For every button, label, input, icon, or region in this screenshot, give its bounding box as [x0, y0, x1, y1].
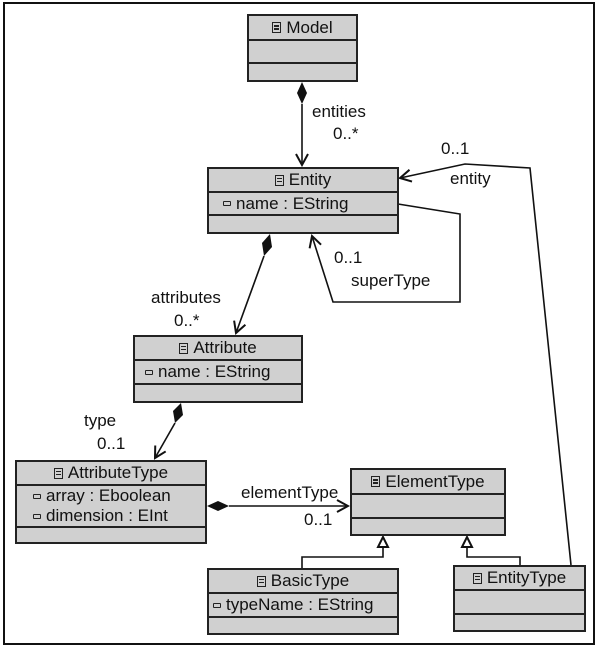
attribute-row[interactable]: typeName : EString: [209, 594, 397, 616]
class-basictype[interactable]: BasicType typeName : EString: [207, 568, 399, 635]
attribute-icon: [33, 513, 41, 519]
role-label-type: type: [84, 411, 117, 430]
role-label-elementtype: elementType: [241, 483, 339, 502]
attribute-text: array : Eboolean: [46, 486, 171, 505]
role-label-entities: entities: [312, 102, 366, 121]
attributes-compartment: [352, 495, 504, 519]
attribute-icon: [33, 493, 41, 499]
attributes-compartment: array : Eboolean dimension : EInt: [17, 486, 205, 528]
class-attributetype[interactable]: AttributeType array : Eboolean dimension…: [15, 460, 207, 544]
class-icon: [274, 174, 284, 186]
class-name: Model: [286, 17, 333, 37]
class-model[interactable]: Model: [247, 14, 358, 82]
generalization-triangle-icon: [376, 534, 390, 548]
attributes-compartment: [455, 591, 584, 615]
composition-diamond-icon: [173, 403, 183, 423]
class-name: EntityType: [486, 568, 567, 587]
class-entity[interactable]: Entity name : EString: [207, 167, 399, 234]
association-supertype[interactable]: [312, 203, 461, 303]
association-attributes[interactable]: [236, 234, 272, 333]
class-header: BasicType: [209, 570, 397, 594]
role-label-supertype: superType: [351, 271, 431, 290]
attribute-icon: [145, 369, 153, 375]
class-name: ElementType: [385, 471, 485, 491]
multiplicity-label-attributes: 0..*: [174, 311, 200, 330]
class-header: ElementType: [352, 470, 504, 495]
association-entity[interactable]: [400, 163, 572, 566]
class-name: BasicType: [270, 571, 350, 590]
class-header: Entity: [209, 169, 397, 193]
attribute-icon: [223, 201, 231, 206]
attribute-row[interactable]: dimension : EInt: [17, 506, 205, 526]
class-header: EntityType: [455, 567, 584, 591]
attributes-compartment: [249, 41, 356, 64]
class-header: AttributeType: [17, 462, 205, 486]
class-header: Model: [249, 16, 356, 41]
multiplicity-label-entities: 0..*: [333, 124, 359, 143]
multiplicity-label-entity: 0..1: [441, 139, 470, 158]
role-label-attributes: attributes: [151, 288, 221, 307]
class-icon: [272, 22, 282, 33]
role-label-entity: entity: [450, 169, 491, 188]
class-header: Attribute: [135, 337, 301, 361]
class-name: Attribute: [193, 338, 257, 357]
class-entitytype[interactable]: EntityType: [453, 565, 586, 632]
class-name: AttributeType: [67, 463, 169, 482]
generalization-entitytype[interactable]: [460, 534, 521, 565]
association-type[interactable]: [155, 403, 183, 458]
class-icon: [472, 572, 482, 584]
attribute-text: name : EString: [158, 362, 271, 381]
attribute-text: typeName : EString: [226, 595, 374, 614]
class-icon: [371, 476, 381, 487]
generalization-basictype[interactable]: [301, 534, 390, 568]
class-icon: [179, 342, 189, 354]
attribute-icon: [213, 602, 221, 608]
composition-diamond-icon: [262, 234, 272, 256]
diagram-frame: [3, 2, 595, 645]
attributes-compartment: typeName : EString: [209, 594, 397, 618]
class-name: Entity: [288, 170, 332, 189]
attribute-row[interactable]: name : EString: [135, 361, 301, 383]
multiplicity-label-type: 0..1: [97, 434, 126, 453]
class-icon: [53, 467, 63, 479]
composition-diamond-icon: [297, 82, 307, 104]
attributes-compartment: name : EString: [135, 361, 301, 385]
attributes-compartment: name : EString: [209, 193, 397, 216]
association-elementtype[interactable]: [207, 501, 348, 511]
attribute-text: dimension : EInt: [46, 506, 168, 525]
association-entities[interactable]: [297, 82, 307, 165]
multiplicity-label-supertype: 0..1: [334, 248, 363, 267]
attribute-text: name : EString: [236, 193, 349, 213]
class-elementtype[interactable]: ElementType: [350, 468, 506, 536]
class-icon: [256, 575, 266, 587]
attribute-row[interactable]: name : EString: [209, 193, 397, 214]
attribute-row[interactable]: array : Eboolean: [17, 486, 205, 506]
multiplicity-label-elementtype: 0..1: [304, 510, 333, 529]
generalization-triangle-icon: [460, 534, 474, 548]
class-attribute[interactable]: Attribute name : EString: [133, 335, 303, 403]
composition-diamond-icon: [207, 501, 229, 511]
